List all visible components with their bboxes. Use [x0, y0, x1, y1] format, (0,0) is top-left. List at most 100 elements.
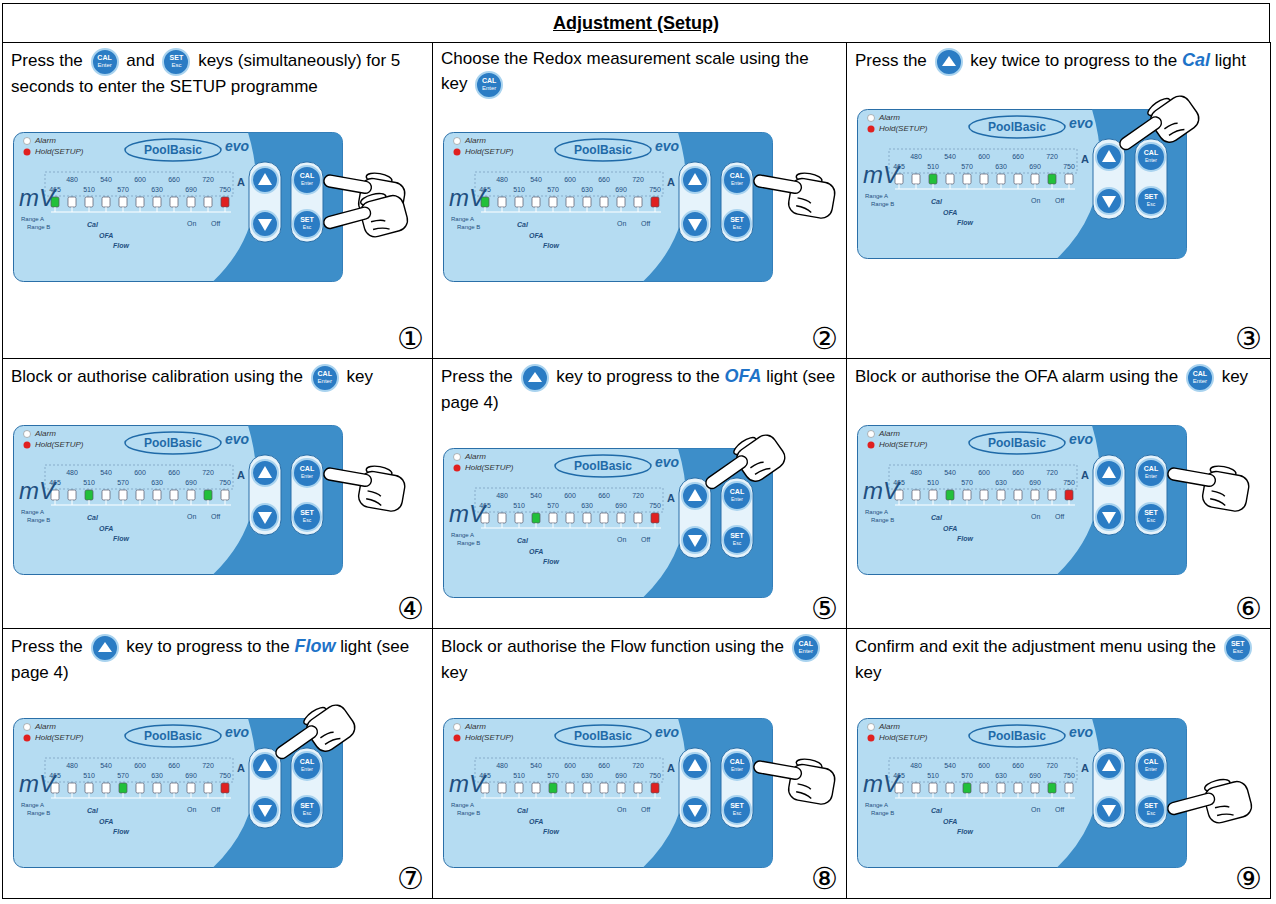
panel-label: Range A [451, 216, 474, 222]
key-label: Esc [1226, 648, 1250, 655]
control-panel: AlarmHold(SETUP)PoolBasicevomV4654805105… [443, 132, 773, 282]
control-panel: AlarmHold(SETUP)PoolBasicevomV4654805105… [857, 109, 1187, 259]
panel-label: 600 [564, 176, 576, 183]
panel-label: Enter [301, 767, 313, 772]
key-label: CAL [313, 366, 337, 378]
panel-label: Hold(SETUP) [879, 125, 927, 133]
panel-label: 720 [202, 469, 214, 476]
panel-label: 570 [961, 163, 973, 170]
instruction-text: and [126, 51, 154, 70]
step-cell: Press the key twice to progress to the C… [846, 42, 1271, 359]
panel-label: 600 [564, 492, 576, 499]
key-label: CAL [477, 73, 501, 85]
panel-label: OFA [943, 818, 957, 825]
panel-label: CAL [730, 758, 744, 765]
callout-number: ④ [397, 594, 424, 624]
panel-label: 630 [995, 479, 1007, 486]
step-cell: Press the key to progress to the Flow li… [2, 628, 433, 899]
panel-label: A [667, 763, 675, 774]
panel-label: SET [300, 509, 314, 516]
panel-label: Esc [303, 225, 311, 230]
panel-label: CAL [1144, 149, 1158, 156]
panel-label: SET [730, 216, 744, 223]
panel-label: Flow [113, 242, 129, 249]
panel-label: A [237, 763, 245, 774]
panel-label: A [1081, 470, 1089, 481]
panel-label: Off [211, 806, 220, 813]
panel-label: Flow [957, 219, 973, 226]
panel-label: Off [641, 536, 650, 543]
callout-number: ⑦ [397, 864, 424, 894]
panel-label: A [1081, 154, 1089, 165]
key-icon: CALEnter [311, 364, 339, 392]
panel-label: Flow [957, 535, 973, 542]
instruction-text: key [1222, 367, 1248, 386]
panel-label: Enter [1145, 767, 1157, 772]
panel-label: 510 [513, 772, 525, 779]
panel-label: 690 [615, 502, 627, 509]
panel-label: evo [1069, 116, 1093, 130]
panel-label: 690 [615, 772, 627, 779]
instruction-text: Block or authorise calibration using the [11, 367, 303, 386]
panel-label: 510 [927, 163, 939, 170]
panel-label: SET [730, 802, 744, 809]
panel-label: Range B [27, 810, 50, 816]
panel-label: Hold(SETUP) [35, 148, 83, 156]
panel-label: 480 [66, 762, 78, 769]
panel-label: A [237, 470, 245, 481]
panel-label: 690 [1029, 479, 1041, 486]
control-panel: AlarmHold(SETUP)PoolBasicevomV4654805105… [857, 718, 1187, 868]
up-arrow [937, 50, 961, 74]
panel-label: Range B [871, 810, 894, 816]
panel-label: evo [225, 432, 249, 446]
panel-label: 510 [513, 502, 525, 509]
key-label: Enter [93, 62, 117, 69]
panel-label: 660 [598, 762, 610, 769]
panel-label: Cal [931, 807, 942, 814]
panel-label: Range B [27, 224, 50, 230]
panel-label: Range B [871, 201, 894, 207]
instruction: Press the key to progress to the OFA lig… [433, 359, 846, 420]
panel-label: Hold(SETUP) [879, 734, 927, 742]
panel-label: 510 [927, 479, 939, 486]
panel-label: 750 [1063, 772, 1075, 779]
key-icon: SETEsc [162, 48, 190, 76]
instruction-text: Press the [11, 637, 83, 656]
instruction-text: Press the [11, 51, 83, 70]
instruction-text: Block or authorise the OFA alarm using t… [855, 367, 1178, 386]
panel-label: 720 [632, 176, 644, 183]
panel-label: On [187, 806, 196, 813]
panel-label: OFA [99, 818, 113, 825]
panel-label: On [617, 806, 626, 813]
panel-label: 750 [1063, 163, 1075, 170]
panel-label: CAL [300, 465, 314, 472]
panel-label: A [1081, 763, 1089, 774]
instruction-text: Confirm and exit the adjustment menu usi… [855, 637, 1216, 656]
instruction: Confirm and exit the adjustment menu usi… [847, 629, 1270, 690]
panel-label: Range A [865, 509, 888, 515]
panel-label: 540 [944, 469, 956, 476]
instruction: Block or authorise calibration using the… [3, 359, 432, 397]
panel-label: Esc [303, 811, 311, 816]
panel-label: 660 [1012, 153, 1024, 160]
panel-label: Enter [1145, 474, 1157, 479]
panel-label: On [1031, 513, 1040, 520]
panel-label: 480 [910, 469, 922, 476]
panel-label: On [617, 220, 626, 227]
panel-label: SET [300, 802, 314, 809]
panel-label: Enter [1145, 158, 1157, 163]
panel-label: Hold(SETUP) [465, 148, 513, 156]
panel-label: 480 [496, 176, 508, 183]
up-key-icon [91, 634, 119, 662]
panel-label: Enter [731, 181, 743, 186]
callout-number: ⑤ [811, 594, 838, 624]
panel-label: Cal [87, 807, 98, 814]
key-icon: CALEnter [1186, 364, 1214, 392]
instruction-text: key twice to progress to the [970, 51, 1177, 70]
panel-label: 570 [961, 479, 973, 486]
control-panel: AlarmHold(SETUP)PoolBasicevomV4654805105… [13, 718, 343, 868]
panel-label: 690 [1029, 163, 1041, 170]
panel-label: Hold(SETUP) [35, 734, 83, 742]
panel-label: Alarm [465, 723, 486, 731]
step-cell: Block or authorise the Flow function usi… [432, 628, 847, 899]
